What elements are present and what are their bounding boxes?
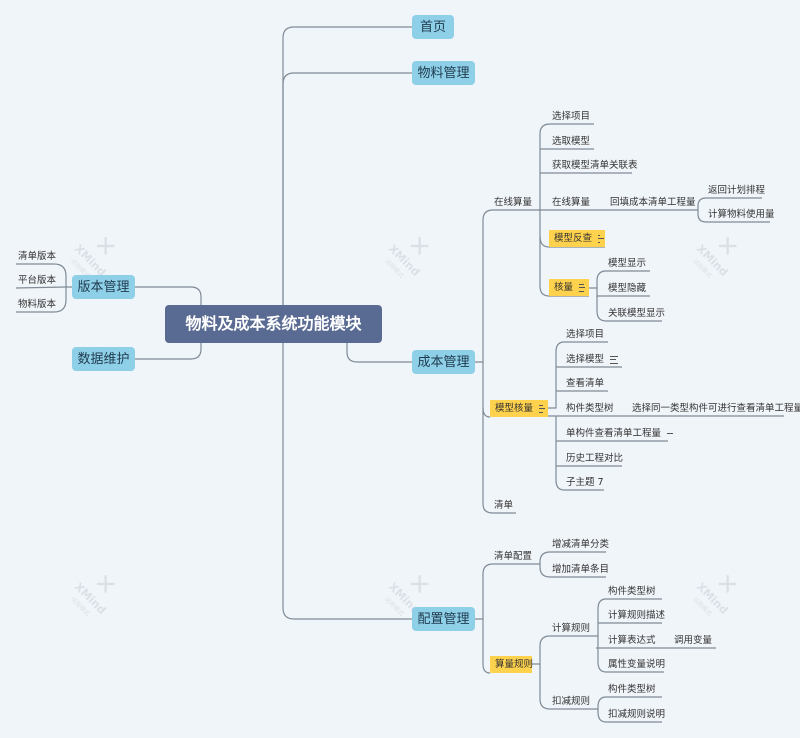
- topic-calc-rule[interactable]: 算量规则: [490, 656, 533, 673]
- topic-calc-rule-desc[interactable]: 计算规则描述: [608, 609, 666, 621]
- topic-calc-expression[interactable]: 计算表达式: [608, 634, 656, 646]
- connector-line: [596, 696, 662, 710]
- connector-line: [135, 343, 202, 360]
- topic-mc-select-project[interactable]: 选择项目: [566, 328, 605, 340]
- topic-call-variable[interactable]: 调用变量: [674, 634, 713, 646]
- topic-platform-version[interactable]: 平台版本: [18, 274, 57, 286]
- topic-subtopic-7[interactable]: 子主题 7: [566, 476, 604, 488]
- connector-line: [597, 709, 662, 723]
- connector-line: [548, 341, 608, 409]
- connector-line: [475, 563, 538, 620]
- connector-line: [15, 286, 67, 289]
- topic-check-qty[interactable]: 核量: [549, 279, 589, 296]
- connector-line: [282, 343, 412, 620]
- topic-model-check[interactable]: 模型核量: [490, 400, 548, 417]
- topic-calc-rules[interactable]: 计算规则: [552, 622, 591, 634]
- connector-line: [597, 636, 664, 673]
- topic-single-comp-qty[interactable]: 单构件查看清单工程量: [566, 427, 674, 439]
- connector-line: [135, 286, 202, 305]
- connector-line: [538, 551, 606, 565]
- topic-get-link-table[interactable]: 获取模型清单关联表: [552, 159, 638, 171]
- connector-line: [696, 197, 762, 211]
- topic-calc-comp-tree[interactable]: 构件类型树: [608, 585, 656, 597]
- topic-material-version[interactable]: 物料版本: [18, 298, 57, 310]
- topic-show-linked-model[interactable]: 关联模型显示: [608, 307, 666, 319]
- connector-line: [555, 416, 604, 491]
- connector-line: [589, 270, 650, 289]
- connector-line: [539, 236, 589, 297]
- topic-return-plan[interactable]: 返回计划排程: [708, 184, 766, 196]
- topic-cost-management[interactable]: 成本管理: [412, 350, 475, 374]
- topic-online-calc[interactable]: 在线算量: [494, 196, 533, 208]
- topic-deduct-desc[interactable]: 扣减规则说明: [608, 708, 666, 720]
- connector-line: [482, 619, 491, 674]
- topic-show-model[interactable]: 模型显示: [608, 257, 647, 269]
- topic-list-config[interactable]: 清单配置: [494, 550, 533, 562]
- topic-fill-back-qty[interactable]: 回填成本清单工程量: [610, 196, 696, 208]
- topic-view-list[interactable]: 查看清单: [566, 377, 605, 389]
- topic-pick-model[interactable]: 选取模型: [552, 135, 591, 147]
- topic-online-calc-item[interactable]: 在线算量: [552, 196, 591, 208]
- topic-history-compare[interactable]: 历史工程对比: [566, 452, 624, 464]
- topic-calc-usage[interactable]: 计算物料使用量: [708, 208, 775, 220]
- note-icon: [610, 356, 619, 364]
- note-icon: [579, 283, 585, 292]
- topic-hide-model[interactable]: 模型隐藏: [608, 282, 647, 294]
- topic-list[interactable]: 清单: [494, 499, 514, 511]
- topic-mc-select-model[interactable]: 选择模型: [564, 351, 622, 367]
- connector-line: [538, 123, 594, 211]
- connector-line: [16, 287, 67, 313]
- connector-line: [697, 210, 770, 223]
- connector-line: [596, 296, 662, 322]
- topic-home[interactable]: 首页: [412, 15, 454, 39]
- connector-line: [346, 343, 412, 363]
- connector-line: [16, 263, 72, 288]
- topic-select-project[interactable]: 选择项目: [552, 110, 591, 122]
- topic-model-reverse[interactable]: 模型反查: [549, 230, 605, 247]
- topic-version-management[interactable]: 版本管理: [72, 275, 135, 299]
- topic-comp-tree-desc[interactable]: 选择同一类型构件可进行查看清单工程量: [632, 402, 800, 414]
- note-icon: [598, 234, 604, 243]
- connector-line: [539, 564, 606, 578]
- connector-line: [482, 408, 516, 514]
- topic-material-management[interactable]: 物料管理: [412, 61, 475, 85]
- connector-line: [475, 209, 538, 363]
- connector-line: [596, 598, 662, 637]
- note-icon: [539, 404, 545, 413]
- topic-attr-var-desc[interactable]: 属性变量说明: [608, 658, 666, 670]
- connector-line: [482, 362, 491, 418]
- topic-comp-type-tree[interactable]: 构件类型树: [566, 402, 614, 414]
- connector-line: [282, 26, 412, 305]
- connector-line: [532, 635, 596, 665]
- topic-data-maintenance[interactable]: 数据维护: [72, 347, 135, 371]
- topic-deduct-rules[interactable]: 扣减规则: [552, 695, 591, 707]
- root-topic[interactable]: 物料及成本系统功能模块: [165, 305, 382, 343]
- topic-list-version[interactable]: 清单版本: [18, 250, 57, 262]
- topic-add-entry[interactable]: 增加清单条目: [552, 563, 610, 575]
- connector-line: [282, 72, 412, 305]
- topic-add-category[interactable]: 增减清单分类: [552, 538, 610, 550]
- topic-deduct-comp-tree[interactable]: 构件类型树: [608, 683, 656, 695]
- connector-line: [539, 664, 596, 710]
- topic-config-management[interactable]: 配置管理: [412, 607, 475, 631]
